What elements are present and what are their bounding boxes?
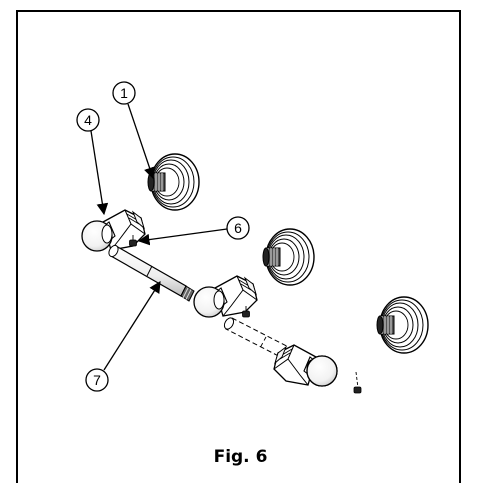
callout-7: 7 [85,281,161,392]
callout-4-label: 4 [84,112,92,128]
callout-6-label: 6 [234,220,242,236]
flange-upper-left [147,153,200,211]
roller-rod [108,244,195,302]
callout-7-label: 7 [93,372,101,388]
setscrew-lower-right [353,371,362,394]
figure-caption: Fig. 6 [213,447,268,467]
callout-1: 1 [112,81,156,180]
post-lower-right [273,344,338,387]
roller-rod-dashed [223,317,307,368]
callout-1-label: 1 [120,85,128,101]
flange-middle [262,228,315,286]
figure-frame [16,10,461,483]
callout-4: 4 [76,108,109,216]
callout-6: 6 [137,216,250,246]
flange-lower-right [376,296,429,354]
